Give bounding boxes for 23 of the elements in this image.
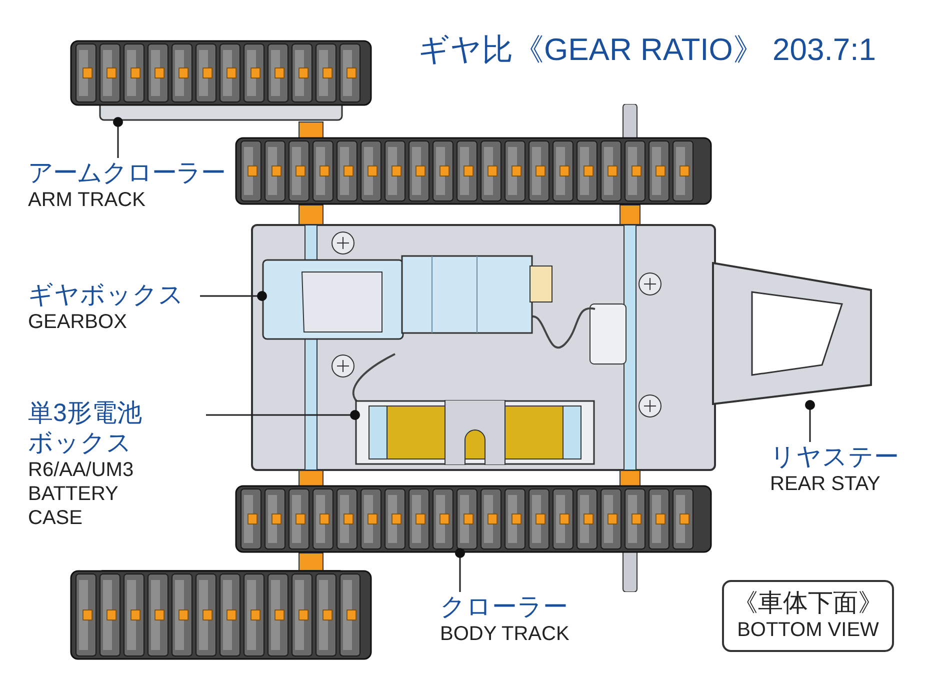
english-label: BODY TRACK <box>440 622 570 646</box>
part-label: リヤステー <box>770 442 900 472</box>
part-label: クローラー <box>440 592 569 622</box>
rear-stay-drawing <box>712 262 872 405</box>
leader-line <box>206 410 360 420</box>
leader-line <box>200 291 267 301</box>
part-label: 《車体下面》 <box>732 588 884 618</box>
part-label: ギヤボックス <box>28 280 185 310</box>
english-label: GEARBOX <box>28 310 128 334</box>
part-label: 単3形電池ボックス <box>28 398 143 458</box>
title: ギヤ比《GEAR RATIO》 203.7:1 <box>418 31 876 69</box>
arm-track-drawing <box>70 40 372 122</box>
battery-case-drawing <box>355 400 595 465</box>
body-track-drawing <box>235 485 712 553</box>
english-label: REAR STAY <box>770 472 882 496</box>
english-label: ARM TRACK <box>28 188 146 212</box>
leader-line <box>805 400 815 442</box>
leader-line <box>455 548 465 592</box>
part-label: アームクローラー <box>28 158 226 188</box>
english-label: R6/AA/UM3 BATTERY CASE <box>28 458 135 530</box>
english-label: BOTTOM VIEW <box>736 618 880 642</box>
view-label-box <box>722 580 894 652</box>
leader-line <box>113 117 123 158</box>
